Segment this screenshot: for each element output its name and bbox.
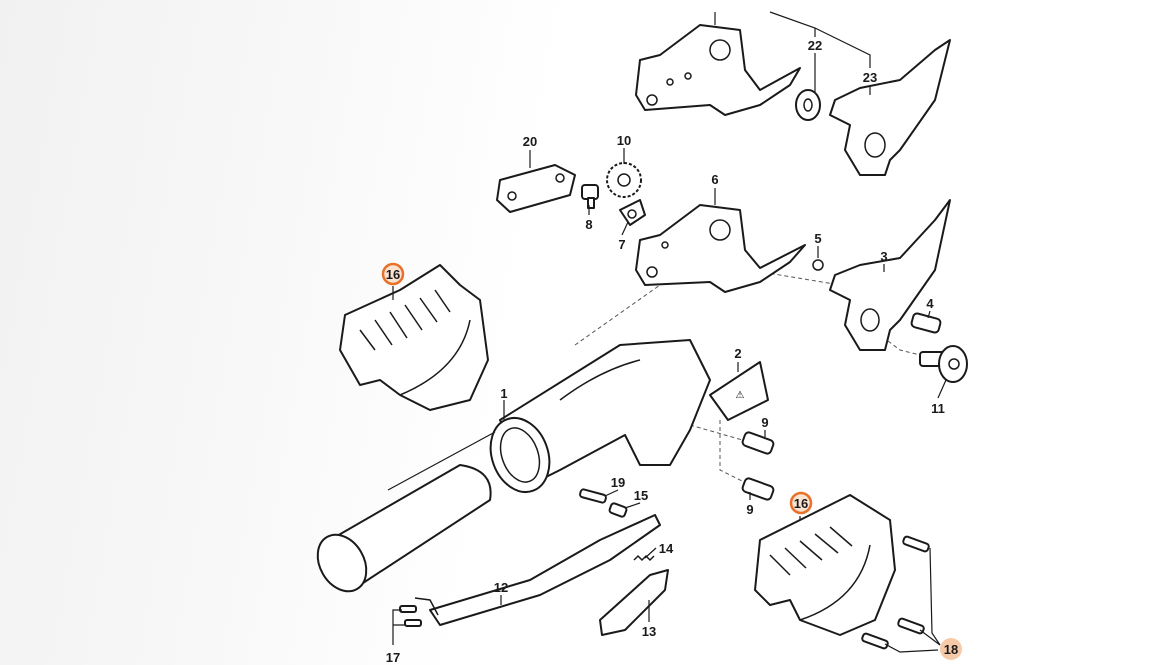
plate-20 (496, 164, 576, 213)
label-2[interactable]: 2 (734, 346, 741, 361)
label-22[interactable]: 22 (808, 38, 822, 53)
highlight-ring-18 (940, 638, 962, 660)
cover-16-left (339, 264, 489, 411)
label-1[interactable]: 1 (500, 386, 507, 401)
label-11[interactable]: 11 (931, 401, 945, 416)
spring-washer-7 (619, 199, 646, 226)
part-labels: 22 23 20 10 8 7 6 5 3 4 16 1 2 9 11 9 19… (386, 38, 958, 665)
label-3[interactable]: 3 (880, 249, 887, 264)
label-9-upper[interactable]: 9 (761, 415, 768, 430)
sleeve-15 (608, 502, 628, 518)
upper-blade-6 (635, 204, 806, 293)
highlight-ring-16-right (789, 491, 813, 515)
label-8[interactable]: 8 (585, 217, 592, 232)
highlight-ring-16-left (381, 262, 405, 286)
label-7[interactable]: 7 (618, 237, 625, 252)
leader-lines (387, 11, 947, 653)
label-16-left[interactable]: 16 (386, 267, 400, 282)
trigger-13 (599, 569, 669, 636)
label-14[interactable]: 14 (659, 541, 674, 556)
label-20[interactable]: 20 (523, 134, 537, 149)
spring-14 (633, 554, 655, 562)
label-6[interactable]: 6 (711, 172, 718, 187)
lever-12 (414, 514, 661, 626)
label-12[interactable]: 12 (494, 580, 508, 595)
label-4[interactable]: 4 (926, 296, 934, 311)
anvil-blade-23 (829, 39, 951, 176)
screws-17 (399, 605, 422, 627)
label-16-right[interactable]: 16 (794, 496, 808, 511)
label-10[interactable]: 10 (617, 133, 631, 148)
gear-10 (606, 162, 642, 198)
bolt-8 (581, 184, 599, 209)
label-19[interactable]: 19 (611, 475, 625, 490)
label-13[interactable]: 13 (642, 624, 656, 639)
circlip-5 (812, 259, 824, 271)
warning-label-2: ⚠ (709, 361, 769, 421)
label-9-lower[interactable]: 9 (746, 502, 753, 517)
upper-blade-top (635, 24, 801, 116)
label-17[interactable]: 17 (386, 650, 400, 665)
handle-tube (316, 464, 492, 593)
screw-9-upper (741, 431, 775, 455)
washer-22 (795, 89, 821, 121)
label-5[interactable]: 5 (814, 231, 821, 246)
pin-19 (579, 488, 607, 504)
anvil-blade-3 (829, 199, 951, 351)
label-15[interactable]: 15 (634, 488, 648, 503)
label-18[interactable]: 18 (944, 642, 958, 657)
knob-11 (919, 345, 968, 383)
housing-1 (489, 339, 711, 493)
bolt-4 (910, 312, 942, 334)
label-23[interactable]: 23 (863, 70, 877, 85)
screw-9-lower (741, 477, 775, 501)
screws-18 (861, 535, 930, 650)
cover-16-right (754, 494, 896, 636)
svg-text:⚠: ⚠ (736, 390, 745, 401)
